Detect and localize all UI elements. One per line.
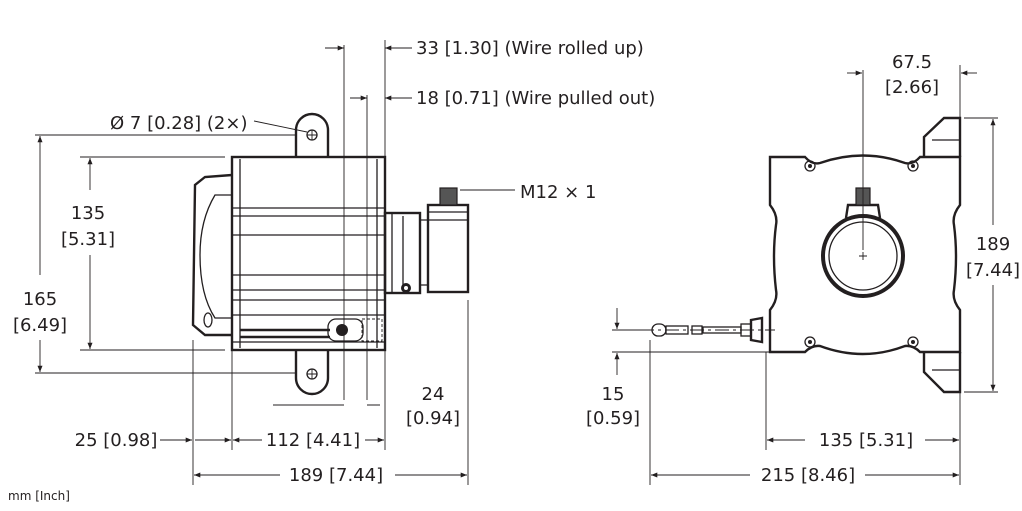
end-cap: [191, 173, 233, 337]
front-view: [615, 70, 962, 394]
dim-body-length: 112 [4.41]: [266, 430, 360, 451]
dim-total-width: 215 [8.46]: [761, 465, 855, 486]
dim-wire-offset-mm: 15: [602, 384, 625, 405]
top-mounting-lug: [294, 112, 330, 157]
m12-connector: [439, 187, 458, 206]
dim-wire-offset-in: [0.59]: [586, 408, 640, 429]
dim-center-offset-mm: 67.5: [892, 52, 932, 73]
dim-wire-rolled-up: 33 [1.30] (Wire rolled up): [416, 38, 644, 59]
bottom-flange: [922, 352, 962, 394]
bottom-mounting-lug: [294, 350, 330, 396]
wire-clip: [651, 316, 764, 344]
dim-body-width: 135 [5.31]: [819, 430, 913, 451]
units-note: mm [Inch]: [8, 489, 70, 503]
dim-body-height-in: [5.31]: [61, 229, 115, 250]
dim-height-in: [7.44]: [966, 260, 1020, 281]
dim-cap-width: 25 [0.98]: [75, 430, 158, 451]
dim-wire-pulled-out: 18 [0.71] (Wire pulled out): [416, 88, 655, 109]
connector-housing: [426, 203, 470, 294]
dim-hole-diameter: Ø 7 [0.28] (2×): [110, 113, 248, 134]
side-view-dimensions: [35, 40, 515, 485]
side-view: [191, 45, 470, 400]
dim-connector-offset-mm: 24: [422, 384, 445, 405]
dim-center-offset-in: [2.66]: [885, 77, 939, 98]
dim-height-mm: 189: [976, 234, 1010, 255]
dim-total-height-mm: 165: [23, 289, 57, 310]
adapter-flange: [383, 211, 422, 295]
top-flange: [922, 116, 962, 157]
dim-total-height-in: [6.49]: [13, 315, 67, 336]
connector-label: M12 × 1: [520, 182, 596, 203]
dim-body-height-mm: 135: [71, 203, 105, 224]
housing-front: [768, 154, 962, 356]
dim-total-length: 189 [7.44]: [289, 465, 383, 486]
front-view-dimensions: [612, 65, 998, 485]
dim-connector-offset-in: [0.94]: [406, 408, 460, 429]
